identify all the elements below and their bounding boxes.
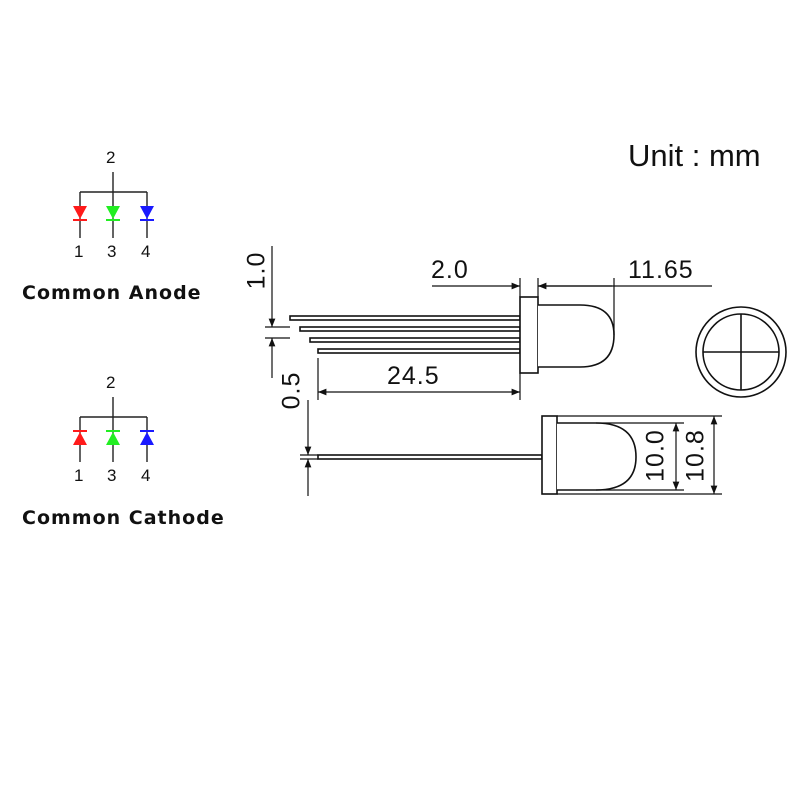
dome-body — [538, 304, 615, 368]
lead-4 — [317, 348, 521, 354]
dim-lead-length: 24.5 — [387, 362, 440, 390]
cathode-pin-3-label: 3 — [107, 466, 117, 485]
dim-body-diameter: 10.0 — [641, 429, 670, 482]
anode-led-green — [106, 206, 120, 221]
anode-pin-1-label: 1 — [74, 242, 84, 261]
unit-label: Unit : mm — [628, 138, 761, 173]
common-cathode-title: Common Cathode — [22, 507, 225, 529]
led-blue-icon — [140, 432, 154, 445]
anode-pin-3-label: 3 — [107, 242, 117, 261]
led-front-view — [695, 306, 787, 398]
cathode-common-pin-label: 2 — [106, 373, 116, 392]
anode-pin-4-label: 4 — [141, 242, 151, 261]
led-side-view-top — [289, 296, 615, 374]
led-red-icon — [73, 432, 87, 445]
lead-3 — [309, 337, 521, 343]
common-anode-title: Common Anode — [22, 282, 202, 304]
dim-body-length: 11.65 — [628, 256, 694, 284]
dim-flange-diameter: 10.8 — [681, 429, 710, 482]
led-blue-icon — [140, 206, 154, 219]
flange — [519, 296, 539, 374]
led-side-view-bottom — [317, 415, 637, 495]
cathode-led-red — [73, 430, 87, 445]
cathode-pin-1-label: 1 — [74, 466, 84, 485]
led-green-icon — [106, 206, 120, 219]
dome-body — [557, 422, 637, 491]
lead-1 — [289, 315, 521, 321]
dim-lead-spacing: 1.0 — [242, 251, 271, 290]
cathode-led-blue — [140, 430, 154, 445]
cathode-led-green — [106, 430, 120, 445]
lead-2 — [299, 326, 521, 332]
dimension-lines-top — [265, 246, 712, 400]
flange — [541, 415, 558, 495]
cathode-pin-4-label: 4 — [141, 466, 151, 485]
common-anode-schematic — [79, 172, 148, 238]
anode-led-blue — [140, 206, 154, 221]
dim-lead-width: 0.5 — [277, 371, 306, 410]
lead — [317, 454, 543, 460]
led-red-icon — [73, 206, 87, 219]
common-cathode-schematic — [79, 397, 148, 462]
led-green-icon — [106, 432, 120, 445]
dim-flange-thickness: 2.0 — [431, 256, 469, 284]
dimension-lines-bottom — [300, 400, 722, 496]
anode-led-red — [73, 206, 87, 221]
anode-common-pin-label: 2 — [106, 148, 116, 167]
